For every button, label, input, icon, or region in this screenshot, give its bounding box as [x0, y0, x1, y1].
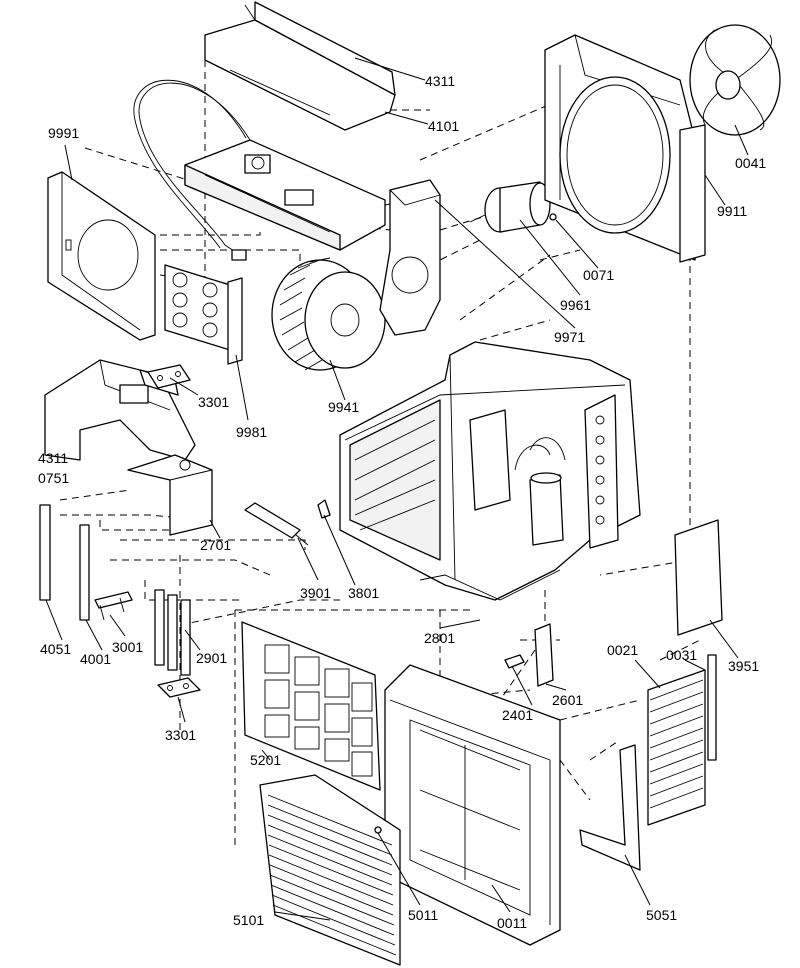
label-5051: 5051 [646, 907, 677, 923]
label-2801: 2801 [424, 630, 455, 646]
label-0011: 0011 [497, 915, 527, 931]
label-9971: 9971 [554, 329, 585, 345]
label-3951: 3951 [728, 658, 759, 674]
label-4001: 4001 [80, 651, 111, 667]
seal-strip-4051-part [39, 504, 51, 601]
label-9991: 9991 [48, 125, 79, 141]
label-0041: 0041 [735, 155, 766, 171]
label-4101: 4101 [428, 118, 459, 134]
label-4311: 4311 [425, 73, 455, 89]
label-5011: 5011 [408, 907, 438, 923]
air-filter-part [241, 621, 381, 791]
mount-plate-3301-part [157, 677, 201, 698]
seal-strip-4001-part [79, 524, 90, 621]
label-4311-duct: 4311 [38, 450, 68, 466]
clip-3801-part [317, 499, 331, 519]
label-4051: 4051 [40, 641, 71, 657]
label-0021: 0021 [607, 642, 638, 658]
label-2601: 2601 [552, 692, 583, 708]
label-0751: 0751 [38, 470, 69, 486]
leader-lines [45, 57, 749, 921]
capacitor-part [244, 502, 309, 546]
label-3801: 3801 [348, 585, 379, 601]
mount-plate-3301-top-part [147, 364, 191, 389]
label-2901: 2901 [196, 650, 227, 666]
assembly-guide-lines [59, 60, 701, 861]
screw-0071-part [549, 213, 557, 221]
fan-scroll-bracket-part [379, 179, 441, 336]
louver-link-0031-part [707, 654, 717, 761]
side-rails-2901-part [154, 589, 191, 676]
label-9911: 9911 [717, 203, 747, 219]
top-cover-part [204, 1, 396, 131]
thermistor-2401-part [504, 654, 525, 669]
label-9981: 9981 [236, 424, 267, 440]
power-cord-part [133, 79, 251, 261]
control-box-part [184, 139, 386, 251]
label-2401: 2401 [502, 707, 533, 723]
chassis-base-part [339, 341, 641, 601]
label-5201: 5201 [250, 752, 281, 768]
label-3901: 3901 [300, 585, 331, 601]
front-frame-part [384, 664, 561, 946]
left-side-panel-part [47, 171, 156, 341]
condenser-shroud-part [544, 34, 706, 263]
label-3001: 3001 [112, 639, 143, 655]
front-grille-part [259, 774, 401, 966]
label-3301-bottom: 3301 [165, 727, 196, 743]
label-0031: 0031 [666, 647, 697, 663]
label-9961: 9961 [560, 297, 591, 313]
bracket-2701-part [127, 454, 213, 536]
fan-motor-part [469, 181, 563, 233]
part-number-labels: 4311 4101 9991 0041 9911 0071 9961 9971 … [38, 73, 766, 931]
louver-assembly-0021-part [647, 669, 706, 826]
screw-5011-part [374, 826, 382, 834]
label-2701: 2701 [200, 537, 231, 553]
label-9941: 9941 [328, 399, 359, 415]
label-0071: 0071 [583, 267, 614, 283]
blower-wheel-part [271, 257, 386, 371]
side-curtain-5051-part [579, 744, 641, 871]
label-5101: 5101 [233, 912, 264, 928]
control-board-2601-part [534, 623, 554, 687]
heater-assembly-part [164, 264, 243, 365]
label-3301-top: 3301 [198, 394, 229, 410]
side-panel-3951-part [674, 519, 723, 636]
bracket-3001-part [94, 591, 133, 621]
condenser-fan-part [689, 24, 781, 136]
